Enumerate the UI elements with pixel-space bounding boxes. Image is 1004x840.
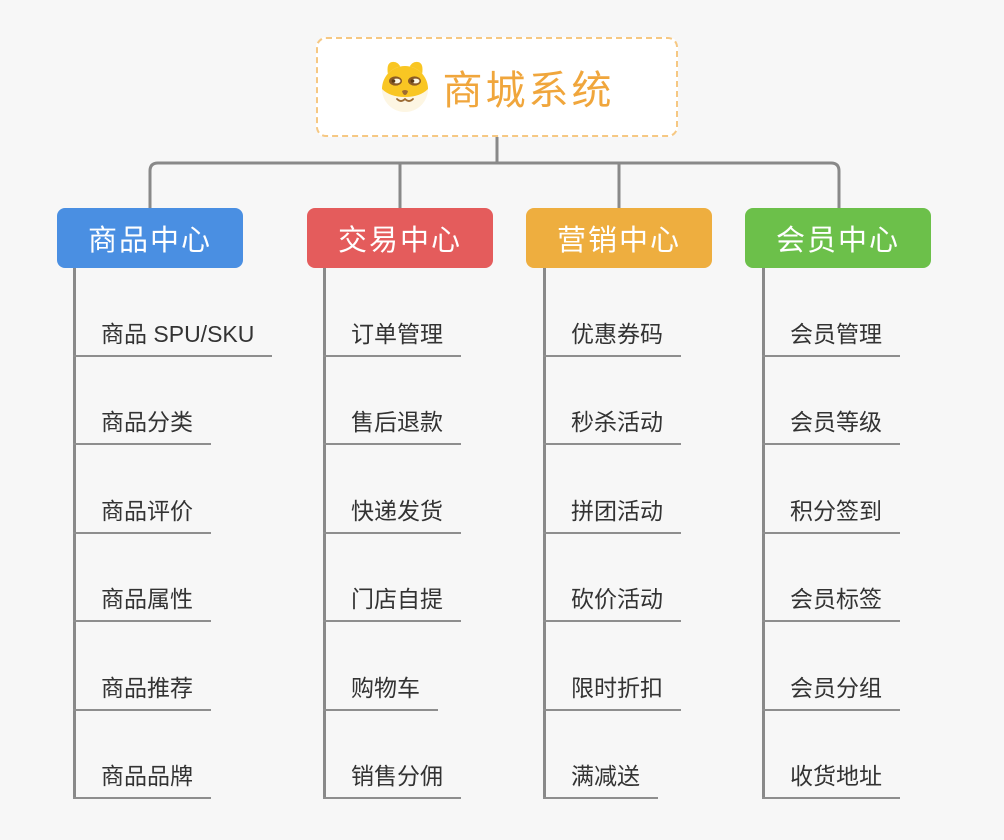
leaf-label: 销售分佣 [351, 763, 443, 789]
leaf-label: 商品品牌 [101, 763, 193, 789]
leaf-item[interactable]: 订单管理 [323, 268, 461, 357]
branch-children-marketing-center: 优惠券码 秒杀活动 拼团活动 砍价活动 限时折扣 满减送 [543, 268, 681, 799]
leaf-label: 快递发货 [351, 497, 443, 524]
leaf-label: 满减送 [571, 763, 640, 789]
shiba-dog-icon [381, 61, 428, 112]
leaf-item[interactable]: 拼团活动 [543, 445, 681, 534]
leaf-label: 拼团活动 [571, 497, 663, 524]
leaf-label: 会员分组 [790, 674, 882, 701]
leaf-item[interactable]: 销售分佣 [323, 711, 461, 799]
leaf-item[interactable]: 秒杀活动 [543, 357, 681, 445]
leaf-label: 会员标签 [790, 586, 882, 612]
leaf-item[interactable]: 售后退款 [323, 357, 461, 445]
branch-children-trade-center: 订单管理 售后退款 快递发货 门店自提 购物车 销售分佣 [323, 268, 461, 799]
leaf-label: 砍价活动 [571, 586, 663, 612]
leaf-item[interactable]: 优惠券码 [543, 268, 681, 357]
leaf-label: 购物车 [351, 674, 420, 701]
leaf-item[interactable]: 商品评价 [73, 445, 211, 534]
leaf-label: 商品推荐 [101, 674, 193, 701]
root-title: 商城系统 [442, 69, 615, 113]
leaf-label: 积分签到 [790, 497, 882, 524]
branch-node-member-center[interactable]: 会员中心 [745, 208, 931, 268]
bus-line [148, 161, 841, 210]
branch-node-product-center[interactable]: 商品中心 [57, 208, 243, 268]
leaf-label: 会员等级 [790, 409, 882, 435]
branch-label: 营销中心 [556, 225, 681, 257]
branch-label: 商品中心 [87, 225, 212, 257]
leaf-item[interactable]: 会员管理 [762, 268, 900, 357]
leaf-item[interactable]: 商品品牌 [73, 711, 211, 799]
leaf-item[interactable]: 满减送 [543, 711, 658, 799]
branch-spine-line [762, 268, 765, 799]
leaf-item[interactable]: 会员等级 [762, 357, 900, 445]
root-node[interactable]: 商城系统 [316, 37, 678, 137]
leaf-item[interactable]: 限时折扣 [543, 622, 681, 711]
leaf-item[interactable]: 门店自提 [323, 534, 461, 622]
branch-children-member-center: 会员管理 会员等级 积分签到 会员标签 会员分组 收货地址 [762, 268, 900, 799]
leaf-item[interactable]: 购物车 [323, 622, 438, 711]
leaf-label: 会员管理 [790, 320, 882, 347]
leaf-item[interactable]: 商品推荐 [73, 622, 211, 711]
leaf-item[interactable]: 砍价活动 [543, 534, 681, 622]
branch-spine-line [323, 268, 326, 799]
leaf-label: 商品属性 [101, 586, 193, 612]
branch-label: 交易中心 [337, 225, 462, 257]
leaf-label: 订单管理 [351, 320, 443, 347]
leaf-label: 商品分类 [101, 409, 193, 435]
leaf-label: 商品 SPU/SKU [101, 320, 255, 347]
leaf-item[interactable]: 商品属性 [73, 534, 211, 622]
leaf-label: 商品评价 [101, 497, 193, 524]
leaf-label: 门店自提 [351, 586, 443, 612]
leaf-label: 收货地址 [790, 763, 882, 789]
leaf-label: 优惠券码 [571, 320, 663, 347]
branch-node-trade-center[interactable]: 交易中心 [307, 208, 493, 268]
leaf-item[interactable]: 会员标签 [762, 534, 900, 622]
leaf-item[interactable]: 收货地址 [762, 711, 900, 799]
branch-spine-line [543, 268, 546, 799]
leaf-label: 售后退款 [351, 409, 443, 435]
branch-spine-line [73, 268, 76, 799]
leaf-item[interactable]: 快递发货 [323, 445, 461, 534]
leaf-item[interactable]: 积分签到 [762, 445, 900, 534]
branch-node-marketing-center[interactable]: 营销中心 [526, 208, 712, 268]
leaf-label: 限时折扣 [571, 674, 663, 701]
branch-children-product-center: 商品 SPU/SKU 商品分类 商品评价 商品属性 商品推荐 商品品牌 [73, 268, 273, 799]
leaf-item[interactable]: 会员分组 [762, 622, 900, 711]
leaf-label: 秒杀活动 [571, 409, 663, 435]
leaf-item[interactable]: 商品分类 [73, 357, 211, 445]
leaf-item[interactable]: 商品 SPU/SKU [73, 268, 273, 357]
branch-label: 会员中心 [775, 225, 900, 257]
